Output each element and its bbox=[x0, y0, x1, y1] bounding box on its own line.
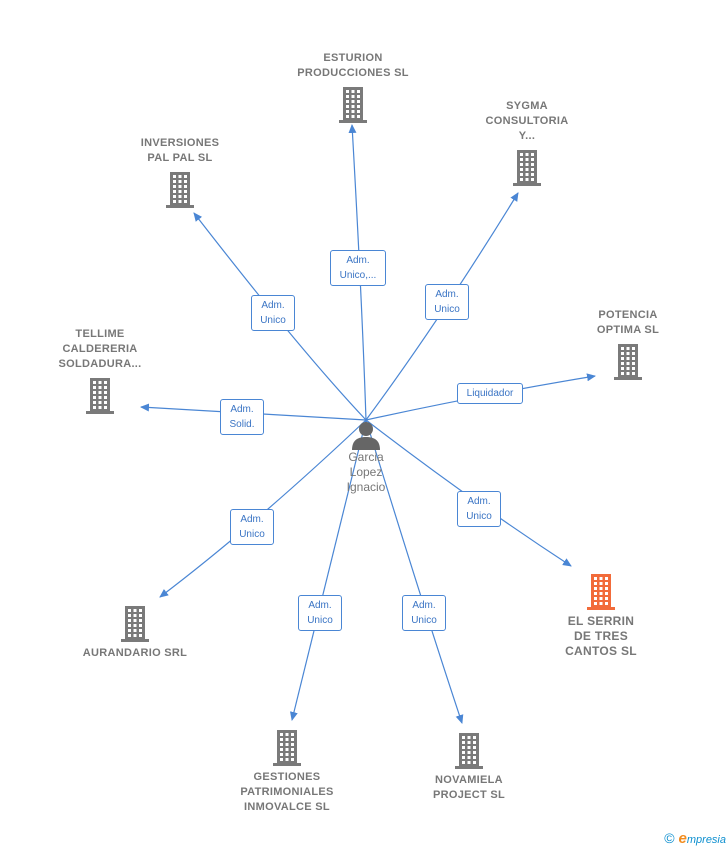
company-node-potencia[interactable]: POTENCIA OPTIMA SL bbox=[563, 308, 693, 380]
edge-gestiones bbox=[289, 419, 367, 721]
relation-label-sygma[interactable]: Adm. Unico bbox=[425, 284, 469, 320]
person-node[interactable]: Garcia Lopez Ignacio bbox=[326, 420, 406, 495]
company-label: SYGMA CONSULTORIA Y... bbox=[485, 100, 569, 142]
company-node-inversiones[interactable]: INVERSIONES PAL PAL SL bbox=[115, 136, 245, 208]
person-icon bbox=[352, 422, 380, 450]
copyright-icon: © bbox=[664, 830, 675, 846]
company-label: TELLIME CALDERERIA SOLDADURA... bbox=[58, 328, 142, 370]
company-label: GESTIONES PATRIMONIALES INMOVALCE SL bbox=[240, 771, 334, 813]
company-label: EL SERRIN DE TRES CANTOS SL bbox=[565, 614, 637, 658]
relation-label-potencia[interactable]: Liquidador bbox=[457, 383, 523, 404]
company-label: POTENCIA OPTIMA SL bbox=[596, 309, 660, 336]
relation-label-aurandario[interactable]: Adm. Unico bbox=[230, 509, 274, 545]
company-node-esturion[interactable]: ESTURION PRODUCCIONES SL bbox=[288, 51, 418, 123]
company-node-gestiones[interactable]: GESTIONES PATRIMONIALES INMOVALCE SL bbox=[222, 730, 352, 815]
relation-label-serrin[interactable]: Adm. Unico bbox=[457, 491, 501, 527]
building-icon bbox=[339, 87, 367, 123]
relation-label-inversiones[interactable]: Adm. Unico bbox=[251, 295, 295, 331]
edge-novamiela bbox=[365, 419, 464, 724]
edge-inversiones bbox=[193, 212, 367, 421]
company-node-novamiela[interactable]: NOVAMIELA PROJECT SL bbox=[404, 733, 534, 803]
company-label: INVERSIONES PAL PAL SL bbox=[140, 137, 220, 164]
brand-logo-letter: e bbox=[678, 830, 687, 847]
building-icon bbox=[86, 378, 114, 414]
building-icon bbox=[587, 574, 615, 610]
company-node-sygma[interactable]: SYGMA CONSULTORIA Y... bbox=[462, 99, 592, 186]
brand-logo-text: mpresia bbox=[686, 834, 726, 846]
relation-label-tellime[interactable]: Adm. Solid. bbox=[220, 399, 264, 435]
building-icon bbox=[455, 733, 483, 769]
edge-esturion bbox=[348, 124, 367, 421]
company-label: ESTURION PRODUCCIONES SL bbox=[297, 52, 409, 79]
building-icon bbox=[614, 344, 642, 380]
company-label: NOVAMIELA PROJECT SL bbox=[432, 774, 506, 801]
building-icon bbox=[121, 606, 149, 642]
company-node-tellime[interactable]: TELLIME CALDERERIA SOLDADURA... bbox=[35, 327, 165, 414]
company-label: AURANDARIO SRL bbox=[82, 647, 188, 659]
building-icon bbox=[166, 172, 194, 208]
building-icon bbox=[513, 150, 541, 186]
relation-label-gestiones[interactable]: Adm. Unico bbox=[298, 595, 342, 631]
building-icon bbox=[273, 730, 301, 766]
person-name: Garcia Lopez Ignacio bbox=[346, 450, 386, 494]
relation-label-esturion[interactable]: Adm. Unico,... bbox=[330, 250, 386, 286]
company-node-aurandario[interactable]: AURANDARIO SRL bbox=[70, 606, 200, 661]
relation-label-novamiela[interactable]: Adm. Unico bbox=[402, 595, 446, 631]
company-node-serrin[interactable]: EL SERRIN DE TRES CANTOS SL bbox=[536, 574, 666, 659]
footer-brand[interactable]: ©empresia bbox=[664, 830, 726, 847]
